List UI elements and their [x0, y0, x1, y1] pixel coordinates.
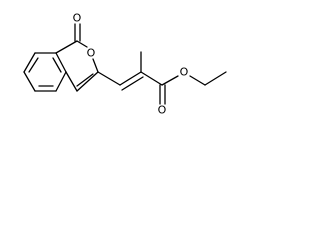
bond-c4a-c8a-inner	[52, 57, 62, 73]
bond-c5-c4a	[55, 71, 67, 92]
bond-o-ch2	[189, 75, 206, 86]
ring-oxygen-label: O	[87, 47, 96, 60]
bond-c3-c4	[76, 71, 99, 92]
bond-c3-c4-inner	[76, 73, 94, 87]
side-chain-bonds	[97, 51, 227, 105]
bond-c8-c7	[23, 52, 36, 73]
isocoumarin-acrylate-structure: O O O O	[23, 12, 227, 117]
bond-c8-c7-inner	[28, 57, 39, 73]
ester-carbonyl-oxygen-label: O	[158, 104, 167, 117]
bond-c8a-c1	[55, 40, 78, 54]
bond-o2-c3	[92, 58, 99, 73]
bond-c3-vinyl	[97, 71, 121, 86]
bond-c7-c6	[23, 71, 36, 92]
bond-c1-o2	[76, 40, 88, 48]
bond-ester-c-o-single	[161, 75, 179, 86]
benzene-ring-bonds	[23, 52, 67, 92]
lactone-ring-bonds	[55, 23, 99, 92]
bond-ch2-ch3	[204, 71, 227, 86]
bond-vinyl-calpha	[119, 71, 142, 86]
carbonyl-oxygen-label: O	[73, 12, 82, 25]
ester-oxygen-label: O	[180, 66, 189, 79]
bond-vinyl-calpha-inner	[121, 76, 144, 91]
bond-c4-c4a	[65, 71, 78, 92]
bond-c4a-c8a	[55, 52, 67, 73]
bond-calpha-ester-c	[140, 71, 163, 86]
